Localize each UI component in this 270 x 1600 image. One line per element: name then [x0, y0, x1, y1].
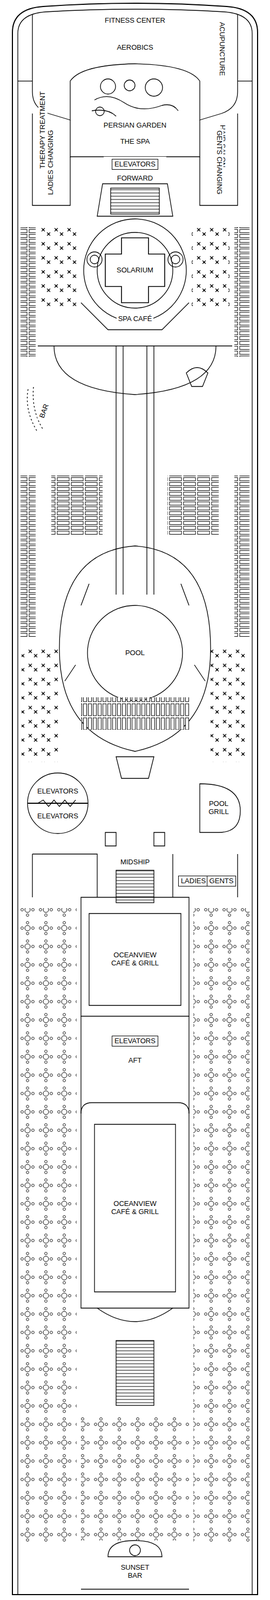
elevator-label: ELEVATORS: [35, 811, 80, 821]
bar-label: SUNSET BAR: [117, 1561, 153, 1579]
room-label: AEROBICS: [115, 43, 155, 53]
room-label: SOLARIUM: [115, 265, 155, 275]
bar-label: BAR: [36, 400, 52, 421]
room-name: OCEANVIEW CAFÉ & GRILL: [109, 950, 161, 967]
pool-label: POOL: [123, 648, 147, 658]
room-name: ELEVATORS: [114, 160, 156, 169]
restaurant-label: OCEANVIEW CAFÉ & GRILL: [108, 949, 162, 968]
area-label: AFT: [126, 1055, 144, 1064]
restroom-box: LADIES: [178, 874, 209, 887]
room-label: POOL GRILL: [202, 798, 235, 816]
room-name: ELEVATORS: [37, 811, 79, 820]
room-name: GENTS: [209, 876, 234, 885]
elevator-box: ELEVATORS: [111, 1034, 159, 1046]
room-name: SUNSET BAR: [119, 1562, 151, 1579]
room-label: ACUPUNCTURE: [217, 19, 227, 78]
room-name: FITNESS CENTER: [104, 16, 166, 25]
area-label: FORWARD: [115, 174, 155, 183]
room-name: PERSIAN GARDEN: [103, 121, 167, 130]
room-label: GENTS CHANGING: [214, 128, 224, 196]
room-name: ACUPUNCTURE: [218, 21, 227, 76]
room-name: GENTS CHANGING: [214, 130, 224, 194]
room-name: POOL GRILL: [204, 799, 234, 816]
restroom-box: GENTS: [206, 874, 237, 887]
room-name: SPA CAFÉ: [118, 314, 153, 323]
room-label: SPA CAFÉ: [116, 314, 154, 324]
room-name: OCEANVIEW CAFÉ & GRILL: [109, 1198, 161, 1215]
room-name: THERAPY TREATMENT: [39, 90, 48, 168]
room-label: THE SPA: [118, 137, 152, 147]
room-name: POOL: [125, 648, 145, 657]
room-name: LADIES CHANGING: [47, 129, 56, 195]
room-label: PERSIAN GARDEN: [102, 120, 168, 131]
elevator-box: ELEVATORS: [111, 158, 159, 171]
room-name: BAR: [37, 402, 51, 419]
room-name: THE SPA: [120, 137, 151, 146]
room-label: FITNESS CENTER: [103, 16, 167, 26]
room-label: LADIES CHANGING: [46, 127, 57, 197]
room-name: ELEVATORS: [37, 786, 79, 795]
elevator-label: ELEVATORS: [35, 786, 80, 796]
area-label: MIDSHIP: [118, 857, 152, 866]
room-name: LADIES: [180, 876, 206, 885]
restaurant-label: OCEANVIEW CAFÉ & GRILL: [108, 1198, 162, 1216]
room-name: SOLARIUM: [116, 266, 154, 275]
room-name: AEROBICS: [116, 43, 153, 52]
room-name: ELEVATORS: [114, 1036, 156, 1045]
